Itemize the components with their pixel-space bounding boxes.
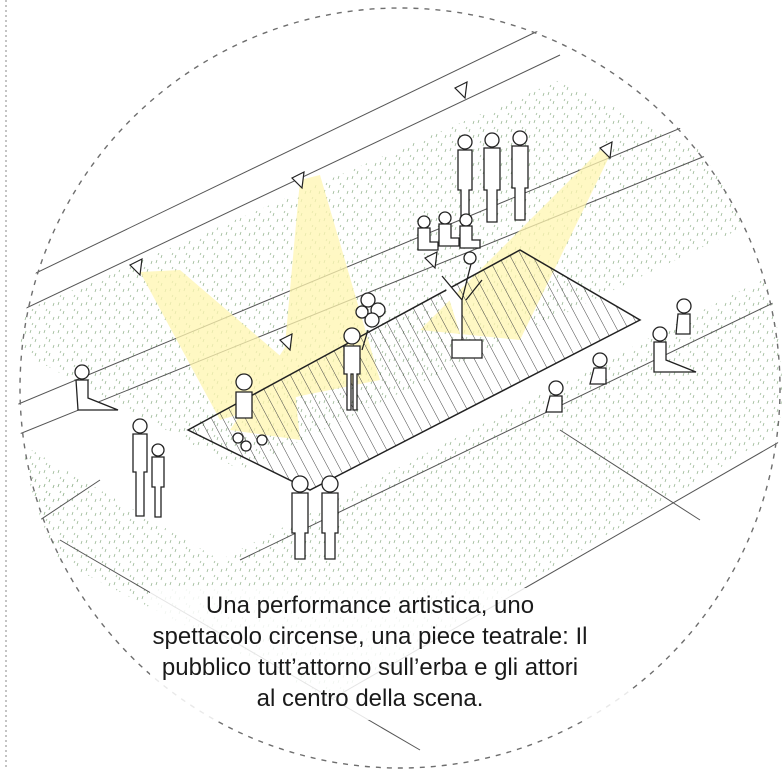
caption-line-4: al centro della scena. xyxy=(256,685,484,712)
people xyxy=(74,130,697,560)
standing-couple-bottom xyxy=(291,475,339,560)
clown-with-balloons xyxy=(343,292,386,411)
standing-pair-left xyxy=(132,418,165,518)
caption-line-2: spettacolo circense, una piece teatrale:… xyxy=(152,623,588,650)
caption-backing xyxy=(150,588,630,720)
spotlight-fixtures xyxy=(128,80,613,352)
clown-on-tricycle xyxy=(232,373,268,452)
caption-text: Una performance artistica, uno spettacol… xyxy=(120,590,620,714)
spotlight-2 xyxy=(290,170,305,190)
sitting-group-right xyxy=(545,298,697,413)
spotlight-6 xyxy=(423,250,438,270)
sitting-group-top xyxy=(417,211,481,251)
standing-group-top xyxy=(457,130,529,223)
caption-line-1: Una performance artistica, uno xyxy=(205,592,535,619)
spotlight-3 xyxy=(453,80,468,100)
spotlight-4 xyxy=(598,140,613,160)
acrobat-on-pedestal xyxy=(441,251,483,359)
striped-stage xyxy=(186,249,642,491)
spotlight-5 xyxy=(278,332,293,352)
sitting-person-left xyxy=(74,364,119,411)
dashed-circle-frame xyxy=(19,7,781,769)
caption-line-3: pubblico tutt’attorno sull’erba e gli at… xyxy=(161,654,579,681)
spotlight-1 xyxy=(128,257,143,277)
